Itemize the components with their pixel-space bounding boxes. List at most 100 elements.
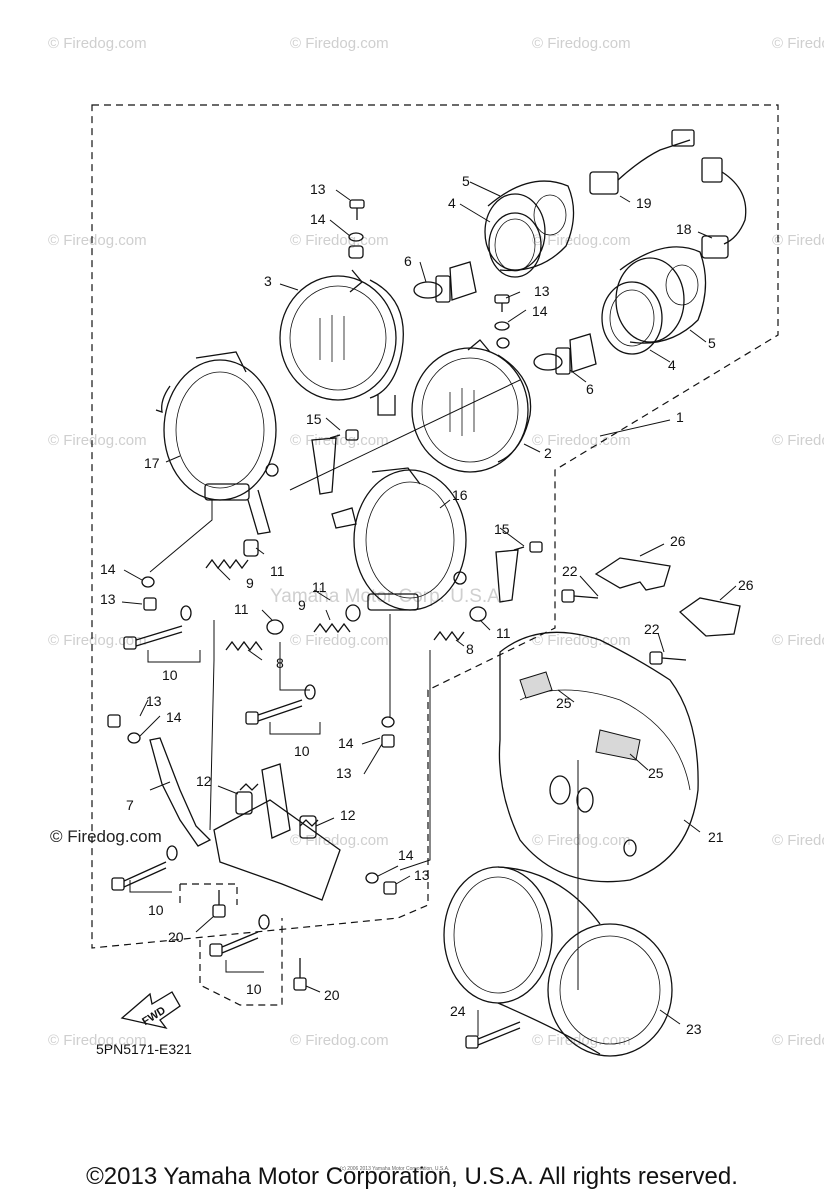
callout-23: 23	[686, 1021, 702, 1037]
screw-22-lower	[649, 651, 687, 665]
washer-14-left	[141, 576, 155, 588]
washer-14-top	[348, 232, 364, 242]
bulb-housing-5-upper	[484, 180, 575, 272]
spring-9-left	[205, 558, 249, 570]
bolt-24	[465, 1021, 521, 1049]
watermark: © Firedog.com	[48, 1032, 147, 1049]
rubber-25-upper	[519, 671, 553, 699]
plate-26-upper	[594, 557, 671, 591]
watermark: © Firedog.com	[290, 232, 389, 249]
callout-20: 20	[324, 987, 340, 1003]
callout-13: 13	[100, 591, 116, 607]
callout-10: 10	[246, 981, 262, 997]
bracket-ring-17	[155, 351, 279, 535]
watermark: © Firedog.com	[532, 1032, 631, 1049]
headlight-unit-left	[279, 269, 404, 416]
callout-9: 9	[298, 597, 306, 613]
watermark: © Firedog.com	[48, 232, 147, 249]
watermark: © Firedog.com	[772, 632, 824, 649]
watermark: © Firedog.com	[772, 1032, 824, 1049]
callout-5: 5	[708, 335, 716, 351]
callout-4: 4	[668, 357, 676, 373]
watermark: © Firedog.com	[532, 232, 631, 249]
grommet-mid	[496, 337, 510, 349]
watermark: © Firedog.com	[290, 1032, 389, 1049]
washer-14-stay	[127, 732, 141, 744]
callout-6: 6	[586, 381, 594, 397]
screw-13-stay	[107, 714, 121, 728]
callout-19: 19	[636, 195, 652, 211]
plate-26-lower	[678, 597, 741, 637]
callout-25: 25	[648, 765, 664, 781]
callout-10: 10	[148, 902, 164, 918]
callout-5: 5	[462, 173, 470, 189]
watermark: © Firedog.com	[532, 432, 631, 449]
bulb-housing-5-lower	[615, 246, 707, 344]
spring-8-left	[225, 640, 263, 652]
connector-18	[701, 157, 747, 259]
callout-9: 9	[246, 575, 254, 591]
callout-7: 7	[126, 797, 134, 813]
damper-11-c	[345, 604, 361, 622]
stay-7	[149, 737, 212, 847]
callout-1: 1	[676, 409, 684, 425]
callout-14: 14	[398, 847, 414, 863]
callout-14: 14	[310, 211, 326, 227]
bolt-group-box-left	[179, 883, 238, 905]
bolt-20-left	[212, 890, 226, 918]
damper-11-d	[469, 606, 487, 622]
callout-13: 13	[310, 181, 326, 197]
callout-11: 11	[270, 563, 285, 579]
callout-11: 11	[234, 601, 249, 617]
washer-14-center	[381, 716, 395, 728]
callout-8: 8	[276, 655, 284, 671]
callout-8: 8	[466, 641, 474, 657]
callout-20: 20	[168, 929, 184, 945]
fine-print: (c) 2006 2013 Yamaha Motor Corporation, …	[340, 1166, 449, 1172]
callout-17: 17	[144, 455, 160, 471]
damper-11-b	[266, 619, 284, 635]
callout-22: 22	[562, 563, 578, 579]
callout-15: 15	[494, 521, 510, 537]
screw-15-left	[329, 429, 359, 441]
spring-8-right	[433, 630, 465, 642]
washer-14-mid	[494, 321, 510, 331]
callout-21: 21	[708, 829, 724, 845]
callout-12: 12	[340, 807, 356, 823]
callout-24: 24	[450, 1003, 466, 1019]
bolt-10-lower-left	[111, 845, 178, 891]
watermark: © Firedog.com	[772, 35, 824, 52]
watermark: © Firedog.com	[532, 632, 631, 649]
bolt-20-right	[293, 958, 307, 991]
callout-13: 13	[336, 765, 352, 781]
watermark: © Firedog.com	[290, 432, 389, 449]
callout-6: 6	[404, 253, 412, 269]
stay-left	[311, 437, 337, 495]
copyright-notice: ©2013 Yamaha Motor Corporation, U.S.A. A…	[86, 1163, 738, 1190]
bulb-6-lower	[533, 333, 597, 375]
watermark: © Firedog.com	[48, 432, 147, 449]
callout-26: 26	[738, 577, 754, 593]
callout-10: 10	[294, 743, 310, 759]
callout-11: 11	[496, 625, 511, 641]
watermark-prominent: © Firedog.com	[50, 827, 162, 846]
screw-13-mid	[494, 294, 510, 312]
bolt-10-center	[245, 684, 316, 725]
watermark: © Firedog.com	[290, 35, 389, 52]
bolt-10-left	[123, 605, 192, 650]
watermark: © Firedog.com	[772, 432, 824, 449]
callout-12: 12	[196, 773, 212, 789]
callout-14: 14	[532, 303, 548, 319]
callout-14: 14	[166, 709, 182, 725]
watermark: © Firedog.com	[532, 832, 631, 849]
watermark: © Firedog.com	[48, 35, 147, 52]
damper-11-a	[243, 539, 259, 557]
callout-2: 2	[544, 445, 552, 461]
bolt-group-box-center	[199, 918, 283, 1006]
callout-13: 13	[414, 867, 430, 883]
screw-13-left	[143, 597, 157, 611]
callout-13: 13	[146, 693, 162, 709]
callout-14: 14	[338, 735, 354, 751]
callout-3: 3	[264, 273, 272, 289]
